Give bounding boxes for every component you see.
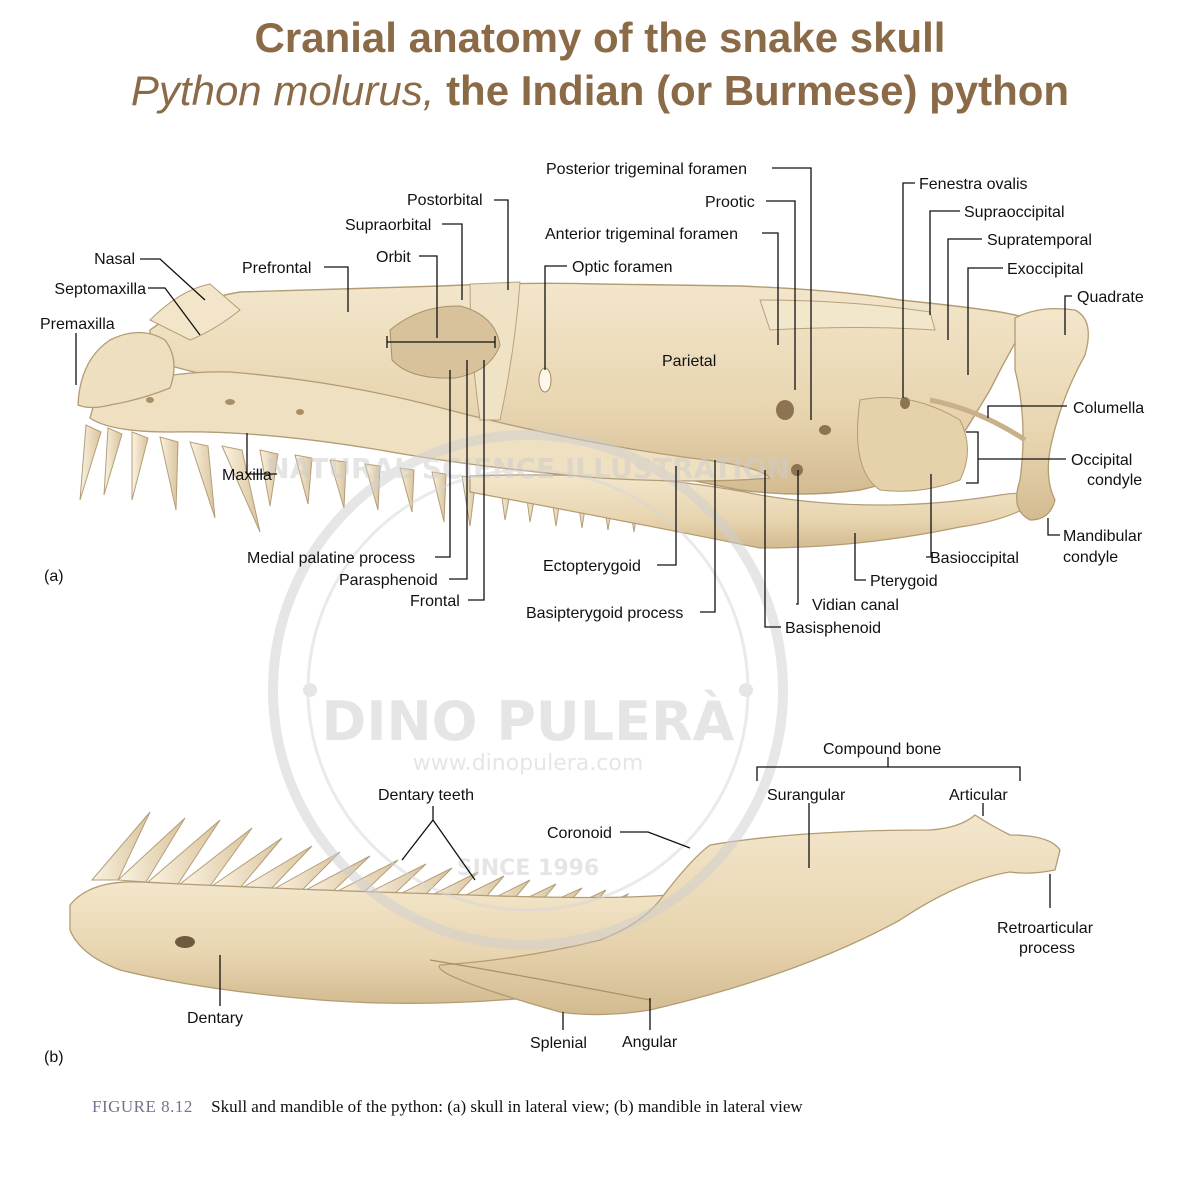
label-retroarticular-process: Retroarticular <box>997 920 1094 937</box>
figure-number: FIGURE 8.12 <box>92 1097 193 1116</box>
watermark-since: SINCE 1996 <box>457 856 600 881</box>
label-occipital-condyle-2: condyle <box>1087 472 1142 489</box>
figure-title: Cranial anatomy of the snake skull Pytho… <box>0 12 1200 118</box>
label-compound-bone: Compound bone <box>823 741 941 758</box>
label-maxilla: Maxilla <box>222 467 272 484</box>
caption-text: Skull and mandible of the python: (a) sk… <box>211 1097 803 1116</box>
maxillary-teeth <box>79 424 477 533</box>
label-mandibular-condyle: Mandibular <box>1063 528 1143 545</box>
label-nasal: Nasal <box>94 251 135 268</box>
label-ectopterygoid: Ectopterygoid <box>543 558 641 575</box>
label-septomaxilla: Septomaxilla <box>54 281 146 298</box>
skull-leader-lines <box>75 167 1072 628</box>
label-posterior-trigeminal-foramen: Posterior trigeminal foramen <box>546 161 747 178</box>
mandible-illustration <box>69 811 1061 1016</box>
label-angular: Angular <box>622 1034 678 1051</box>
label-retroarticular-process-2: process <box>1019 940 1075 957</box>
label-basisphenoid: Basisphenoid <box>785 620 881 637</box>
label-basioccipital: Basioccipital <box>930 550 1019 567</box>
label-orbit: Orbit <box>376 249 411 266</box>
watermark-name: DINO PULERÀ <box>322 690 735 753</box>
label-quadrate: Quadrate <box>1077 289 1144 306</box>
label-mandibular-condyle-2: condyle <box>1063 549 1118 566</box>
figure-caption: FIGURE 8.12 Skull and mandible of the py… <box>92 1097 1172 1117</box>
mandible-labels: Compound bone Surangular Articular Denta… <box>44 741 1094 1066</box>
title-line-2: Python molurus, the Indian (or Burmese) … <box>0 64 1200 118</box>
title-common-name: the Indian (or Burmese) python <box>446 67 1070 114</box>
label-exoccipital: Exoccipital <box>1007 261 1083 278</box>
label-anterior-trigeminal-foramen: Anterior trigeminal foramen <box>545 226 738 243</box>
label-supraorbital: Supraorbital <box>345 217 431 234</box>
label-occipital-condyle: Occipital <box>1071 452 1132 469</box>
label-basipterygoid-process: Basipterygoid process <box>526 605 683 622</box>
label-premaxilla: Premaxilla <box>40 316 115 333</box>
label-parietal: Parietal <box>662 353 716 370</box>
mandible-leader-lines <box>219 757 1051 1030</box>
skull-illustration <box>77 281 1089 549</box>
label-splenial: Splenial <box>530 1035 587 1052</box>
label-dentary: Dentary <box>187 1010 243 1027</box>
watermark-url: www.dinopulera.com <box>413 751 644 776</box>
title-line-1: Cranial anatomy of the snake skull <box>254 14 946 61</box>
label-vidian-canal: Vidian canal <box>812 597 899 614</box>
label-surangular: Surangular <box>767 787 846 804</box>
label-prefrontal: Prefrontal <box>242 260 311 277</box>
label-columella: Columella <box>1073 400 1144 417</box>
label-supratemporal: Supratemporal <box>987 232 1092 249</box>
watermark: NATURAL SCIENCE ILLUSTRATION DINO PULERÀ… <box>266 430 790 950</box>
label-frontal: Frontal <box>410 593 460 610</box>
label-dentary-teeth: Dentary teeth <box>378 787 474 804</box>
title-species: Python molurus, <box>130 67 435 114</box>
panel-label-a: (a) <box>44 568 64 585</box>
label-supraoccipital: Supraoccipital <box>964 204 1065 221</box>
skull-labels: Nasal Septomaxilla Premaxilla Prefrontal… <box>40 161 1144 637</box>
label-fenestra-ovalis: Fenestra ovalis <box>919 176 1028 193</box>
label-pterygoid: Pterygoid <box>870 573 938 590</box>
panel-label-b: (b) <box>44 1049 64 1066</box>
label-optic-foramen: Optic foramen <box>572 259 672 276</box>
label-postorbital: Postorbital <box>407 192 483 209</box>
label-articular: Articular <box>949 787 1008 804</box>
label-coronoid: Coronoid <box>547 825 612 842</box>
watermark-ring-text: NATURAL SCIENCE ILLUSTRATION <box>266 452 790 485</box>
label-prootic: Prootic <box>705 194 755 211</box>
label-parasphenoid: Parasphenoid <box>339 572 438 589</box>
label-medial-palatine-process: Medial palatine process <box>247 550 415 567</box>
